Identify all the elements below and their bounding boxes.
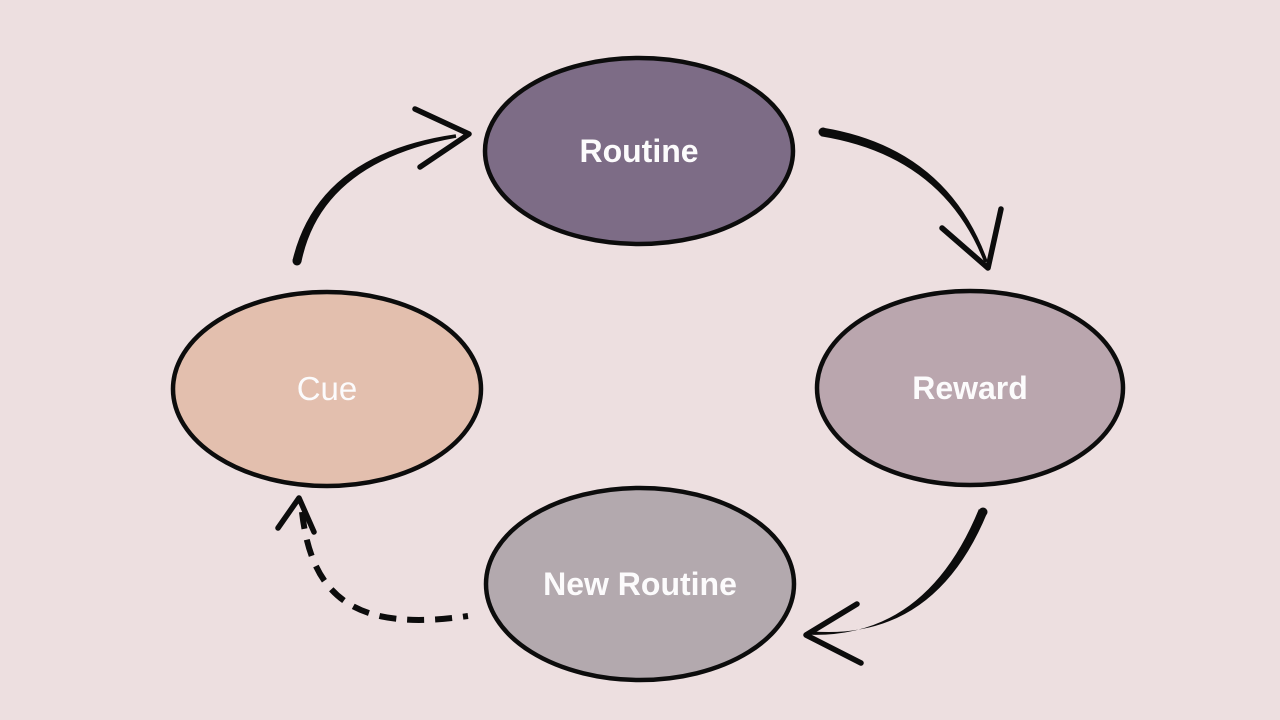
arrow-curve	[809, 509, 988, 635]
node-reward: Reward	[814, 288, 1126, 488]
arrow-cue-to-routine	[292, 106, 472, 266]
arrow-dashed-curve	[299, 511, 469, 623]
cue-ellipse	[170, 289, 484, 489]
arrowhead-down-icon	[939, 206, 1004, 271]
new-routine-label: New Routine	[543, 566, 737, 602]
arrow-curve	[292, 134, 457, 262]
reward-ellipse	[814, 288, 1126, 488]
cue-label: Cue	[297, 370, 358, 407]
arrowhead-up-icon	[275, 495, 317, 535]
arrowhead-right-icon	[412, 106, 472, 170]
node-routine: Routine	[482, 55, 796, 247]
arrow-routine-to-reward	[818, 127, 1004, 271]
reward-label: Reward	[912, 370, 1028, 406]
routine-label: Routine	[579, 133, 698, 169]
node-cue: Cue	[170, 289, 484, 489]
arrow-new-routine-to-cue	[275, 495, 469, 623]
routine-ellipse	[482, 55, 796, 247]
new-routine-ellipse	[483, 485, 797, 683]
arrow-reward-to-new-routine	[803, 507, 988, 666]
node-new-routine: New Routine	[483, 485, 797, 683]
arrowhead-left-icon	[803, 601, 864, 666]
